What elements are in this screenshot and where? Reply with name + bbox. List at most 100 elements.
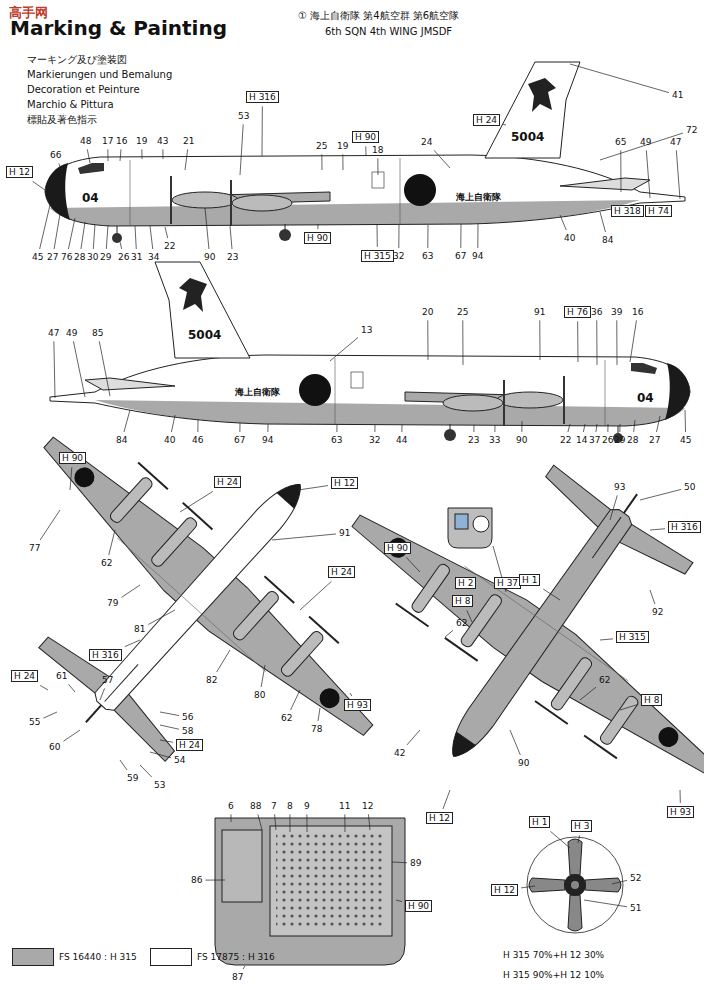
leader-line (570, 64, 669, 93)
callout-number: 56 (182, 712, 193, 722)
paint-code: H 24 (176, 739, 203, 751)
leader-line (120, 760, 127, 770)
paint-code: H 315 (616, 631, 649, 643)
leader-line (289, 814, 290, 832)
legend-text: FS 16440 : H 315 (59, 952, 137, 962)
callout-number: 90 (516, 435, 527, 445)
paint-code: H 90 (59, 452, 86, 464)
paint-code: H 90 (384, 542, 411, 554)
aircraft-marking: 04 (637, 392, 654, 406)
callout-number: 59 (127, 773, 138, 783)
subtitle: マーキング及び塗装図 (27, 54, 127, 66)
callout-number: 65 (615, 137, 626, 147)
callout-number: 50 (684, 482, 695, 492)
callout-number: 46 (192, 435, 203, 445)
leader-line (607, 424, 608, 432)
callout-number: 90 (204, 252, 215, 262)
leader-line (377, 158, 378, 175)
callout-number: 63 (422, 251, 433, 261)
callout-number: 88 (250, 801, 261, 811)
watermark: 高手网 (9, 6, 48, 21)
callout-number: 8 (287, 801, 293, 811)
leader-line (205, 880, 225, 881)
callout-number: 91 (534, 307, 545, 317)
callout-number: 17 (102, 136, 113, 146)
callout-number: 60 (49, 742, 60, 752)
leader-line (477, 224, 478, 248)
paint-code: H 12 (6, 166, 33, 178)
subtitle: Decoration et Peinture (27, 84, 140, 96)
callout-number: 19 (337, 141, 348, 151)
callout-number: 49 (66, 328, 77, 338)
callout-number: 78 (311, 724, 322, 734)
leader-line (106, 225, 108, 249)
leader-line (600, 133, 683, 160)
leader-line (445, 630, 453, 637)
callout-number: 26 (118, 252, 129, 262)
leader-line (650, 529, 665, 530)
hatch (473, 516, 489, 532)
leader-line (240, 124, 243, 175)
leader-line (467, 610, 472, 622)
paint-code: H 24 (214, 476, 241, 488)
prop-disc (527, 837, 623, 933)
leader-line (342, 154, 343, 170)
callout-number: 26 (602, 435, 613, 445)
leader-line (68, 218, 75, 249)
callout-number: 45 (32, 252, 43, 262)
callout-number: 84 (116, 435, 127, 445)
leader-line (434, 150, 450, 168)
leader-line (539, 320, 540, 360)
callout-number: 58 (182, 726, 193, 736)
callout-number: 16 (116, 136, 127, 146)
callout-number: 67 (455, 251, 466, 261)
callout-number: 39 (611, 307, 622, 317)
leader-line (100, 688, 105, 700)
leader-line (33, 181, 45, 190)
leader-line (583, 424, 585, 432)
callout-number: 24 (421, 137, 432, 147)
unit-name: ① 海上自衛隊 第4航空群 第6航空隊 (298, 10, 459, 22)
paint-code: H 24 (473, 114, 500, 126)
leader-line (596, 424, 597, 432)
callout-number: 21 (183, 136, 194, 146)
leader-line (630, 320, 636, 362)
leader-line (560, 215, 566, 230)
callout-number: 92 (652, 607, 663, 617)
callout-number: 86 (191, 875, 202, 885)
leader-line (406, 557, 420, 572)
callout-number: 51 (630, 903, 641, 913)
spinner-tip (571, 881, 579, 889)
leader-line (171, 415, 175, 432)
mix-note: H 315 90%+H 12 10% (503, 970, 604, 980)
callout-number: 47 (48, 328, 59, 338)
callout-number: 22 (560, 435, 571, 445)
callout-number: 30 (87, 252, 98, 262)
leader-line (160, 740, 173, 742)
leader-line (99, 341, 110, 396)
leader-line (63, 730, 80, 741)
bomb-bay (215, 818, 405, 965)
leader-line (87, 149, 90, 163)
callout-number: 28 (74, 252, 85, 262)
leader-line (620, 704, 638, 710)
callout-number: 6 (228, 801, 234, 811)
callout-number: 48 (80, 136, 91, 146)
callout-number: 12 (362, 801, 373, 811)
leader-line (510, 730, 520, 755)
callout-number: 79 (107, 598, 118, 608)
spinner (564, 874, 586, 896)
leader-line (521, 421, 522, 432)
leader-line (584, 900, 627, 907)
leader-line (503, 124, 506, 126)
paint-code: H 76 (564, 306, 591, 318)
callout-number: 82 (206, 675, 217, 685)
leader-line (141, 149, 142, 159)
side-view (50, 262, 690, 443)
callout-number: 37 (589, 435, 600, 445)
callout-number: 61 (56, 671, 67, 681)
leader-line (427, 225, 428, 248)
leader-line (40, 685, 48, 690)
